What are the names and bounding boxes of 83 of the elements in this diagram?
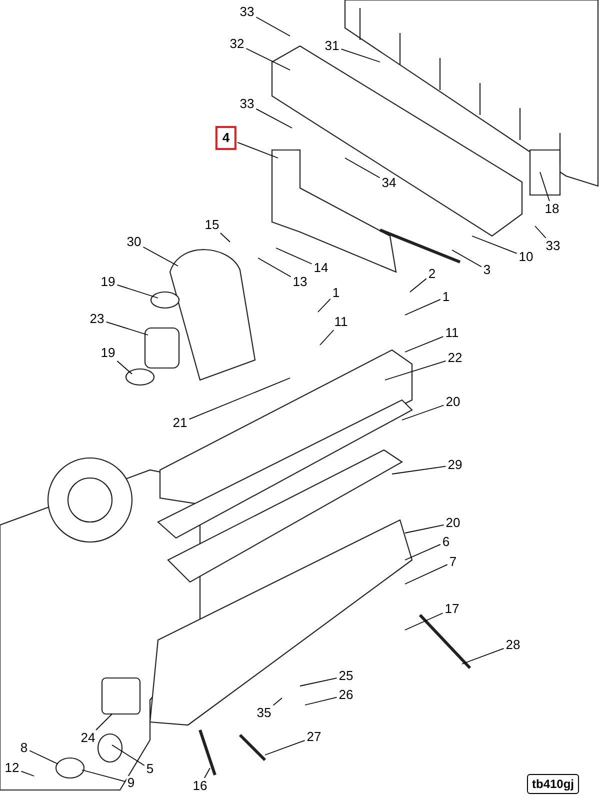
- leader-line: [320, 330, 334, 346]
- leader-line: [384, 360, 446, 380]
- leader-line: [340, 48, 380, 62]
- callout-number: 13: [292, 275, 308, 289]
- leader-line: [392, 466, 446, 474]
- callout-number: 5: [145, 762, 155, 776]
- leader-line: [256, 108, 292, 128]
- callout-number: 34: [380, 176, 398, 190]
- leader-line: [472, 236, 518, 254]
- callout-number: 33: [544, 239, 562, 253]
- callout-number: 27: [306, 730, 322, 744]
- leader-line: [264, 740, 306, 756]
- leader-line: [300, 678, 338, 686]
- leader-line: [402, 404, 444, 420]
- leader-line: [258, 258, 292, 278]
- leader-line: [404, 544, 441, 560]
- leader-line: [116, 284, 158, 298]
- callout-number: 2: [427, 267, 437, 281]
- callout-number: 22: [446, 351, 464, 365]
- leader-line: [304, 696, 338, 706]
- callout-number: 18: [544, 202, 560, 216]
- leader-line: [29, 750, 58, 764]
- callout-number: 21: [172, 416, 188, 430]
- leader-line: [404, 524, 444, 534]
- callout-number: 32: [228, 37, 246, 51]
- callout-number: 11: [333, 315, 349, 329]
- callout-number: 33: [238, 97, 256, 111]
- leader-line: [534, 226, 546, 238]
- leader-line: [246, 48, 290, 70]
- leader-line: [452, 250, 482, 268]
- callout-number: 6: [441, 535, 451, 549]
- leader-line: [220, 232, 230, 242]
- leader-line: [256, 16, 290, 36]
- callout-number: 19: [100, 346, 116, 360]
- leader-line: [540, 172, 550, 202]
- leader-line: [404, 564, 448, 584]
- callout-number: 30: [126, 235, 142, 249]
- leader-line: [204, 768, 210, 778]
- callout-number: 8: [19, 741, 29, 755]
- callout-number: 24: [80, 731, 96, 745]
- callout-number: 15: [204, 218, 220, 232]
- leader-line: [188, 378, 290, 420]
- callout-number: 14: [312, 261, 330, 275]
- callout-number: 29: [446, 458, 464, 472]
- callout-number: 11: [444, 326, 460, 340]
- callout-number: 33: [238, 5, 256, 19]
- leader-line: [404, 336, 444, 352]
- leader-line: [272, 698, 282, 706]
- leader-line: [462, 648, 504, 664]
- leader-line: [404, 612, 444, 630]
- callout-number: 20: [444, 395, 462, 409]
- callout-number: 35: [256, 706, 272, 720]
- callout-number: 10: [518, 250, 534, 264]
- leader-line: [404, 299, 441, 316]
- highlighted-callout-number: 4: [215, 126, 237, 150]
- leader-line: [410, 278, 427, 292]
- callout-number: 9: [126, 776, 136, 790]
- callout-number: 17: [444, 602, 460, 616]
- leader-line: [96, 714, 112, 730]
- callout-number: 19: [100, 275, 116, 289]
- callout-number: 23: [88, 312, 106, 326]
- callout-number: 1: [441, 290, 451, 304]
- callout-number: 31: [324, 39, 340, 53]
- leader-line: [142, 246, 178, 266]
- leader-line: [344, 158, 380, 178]
- callout-number: 3: [482, 263, 492, 277]
- leader-line: [276, 248, 312, 264]
- leader-line: [237, 142, 278, 158]
- leader-line: [116, 360, 132, 374]
- callout-number: 12: [4, 761, 20, 775]
- leader-line: [82, 770, 126, 782]
- leader-line: [318, 298, 331, 312]
- drawing-number-label: tb410gj: [527, 774, 579, 794]
- leader-line: [112, 744, 145, 766]
- callout-number: 7: [448, 555, 458, 569]
- callout-number: 20: [444, 516, 462, 530]
- callout-number: 28: [504, 638, 522, 652]
- callout-number: 1: [331, 286, 341, 300]
- leader-line: [106, 321, 148, 336]
- callout-number: 16: [192, 779, 208, 793]
- leader-line: [20, 770, 34, 776]
- callout-number: 25: [338, 669, 354, 683]
- callout-number: 26: [338, 688, 354, 702]
